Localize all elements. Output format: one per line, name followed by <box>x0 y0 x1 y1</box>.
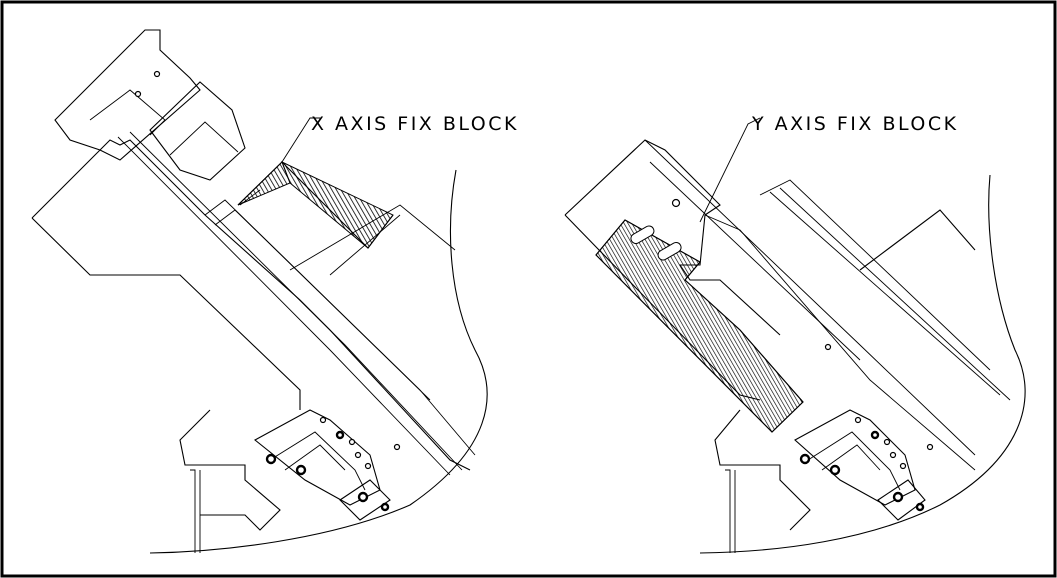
y-label-leader <box>699 117 761 223</box>
y-axis-view: Y AXIS FIX BLOCK <box>564 113 1026 554</box>
x-axis-view: X AXIS FIX BLOCK <box>31 29 519 554</box>
x-label-leader <box>281 117 320 163</box>
y-axis-label: Y AXIS FIX BLOCK <box>751 113 959 135</box>
x-axis-label: X AXIS FIX BLOCK <box>311 113 519 135</box>
